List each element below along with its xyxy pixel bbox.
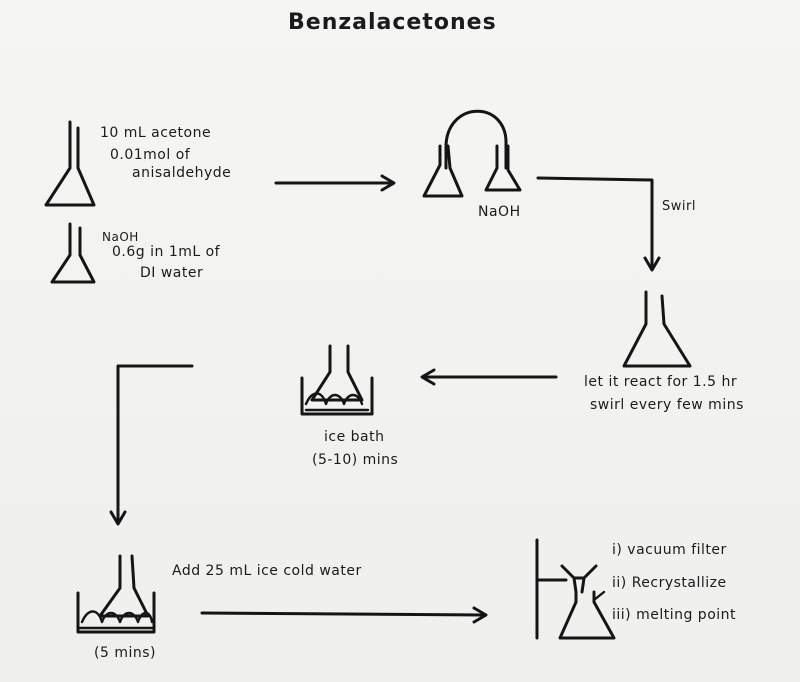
water-label: Add 25 mL ice cold water	[172, 563, 362, 579]
step3-label: iii) melting point	[612, 607, 737, 623]
flask-acetone-icon	[44, 120, 96, 207]
side-arm-icon	[592, 590, 606, 602]
flask-react-icon	[622, 290, 692, 368]
arrow-swirl	[536, 176, 654, 270]
buchner-funnel-icon	[560, 564, 598, 594]
icebath2-ice-icon	[78, 610, 154, 630]
reagent2-line1: NaOH	[102, 230, 139, 244]
step1-label: i) vacuum filter	[612, 542, 727, 558]
flask-naoh-icon	[50, 222, 96, 284]
icebath-line1: ice bath	[324, 429, 385, 445]
icebath-container-icon	[300, 376, 374, 416]
transfer-tube-icon	[444, 109, 508, 170]
icebath-line2: (5-10) mins	[312, 452, 399, 468]
reagent1-line1: 10 mL acetone	[100, 125, 212, 141]
react-line2: swirl every few mins	[590, 397, 744, 413]
step2-label: ii) Recrystallize	[612, 575, 727, 591]
icebath-ice-icon	[304, 392, 370, 412]
arrow-to-water-head	[109, 510, 127, 526]
reagent1-line3: anisaldehyde	[132, 165, 232, 181]
transfer-label: NaOH	[478, 204, 521, 220]
arrow-to-mix-head	[380, 174, 396, 192]
arrow-to-icebath-head	[420, 368, 436, 386]
reagent2-line2: 0.6g in 1mL of	[112, 244, 221, 260]
arrow-swirl-head	[643, 256, 661, 272]
flask-left-icon	[422, 144, 464, 198]
flask-right-icon	[484, 144, 522, 192]
reagent1-line2: 0.01mol of	[110, 147, 191, 163]
page-title: Benzalacetones	[288, 10, 497, 35]
reagent2-line3: DI water	[140, 265, 204, 281]
icebath2-flask-icon	[98, 554, 150, 618]
five-mins-label: (5 mins)	[94, 645, 156, 661]
icebath-flask-icon	[310, 344, 364, 402]
filter-flask-icon	[558, 590, 616, 640]
react-line1: let it react for 1.5 hr	[584, 374, 738, 390]
arrow-to-filter-head	[472, 606, 488, 624]
swirl-label: Swirl	[662, 199, 696, 214]
icebath2-container-icon	[76, 591, 156, 634]
arrow-to-filter	[200, 611, 486, 617]
arrow-to-water	[116, 364, 194, 524]
